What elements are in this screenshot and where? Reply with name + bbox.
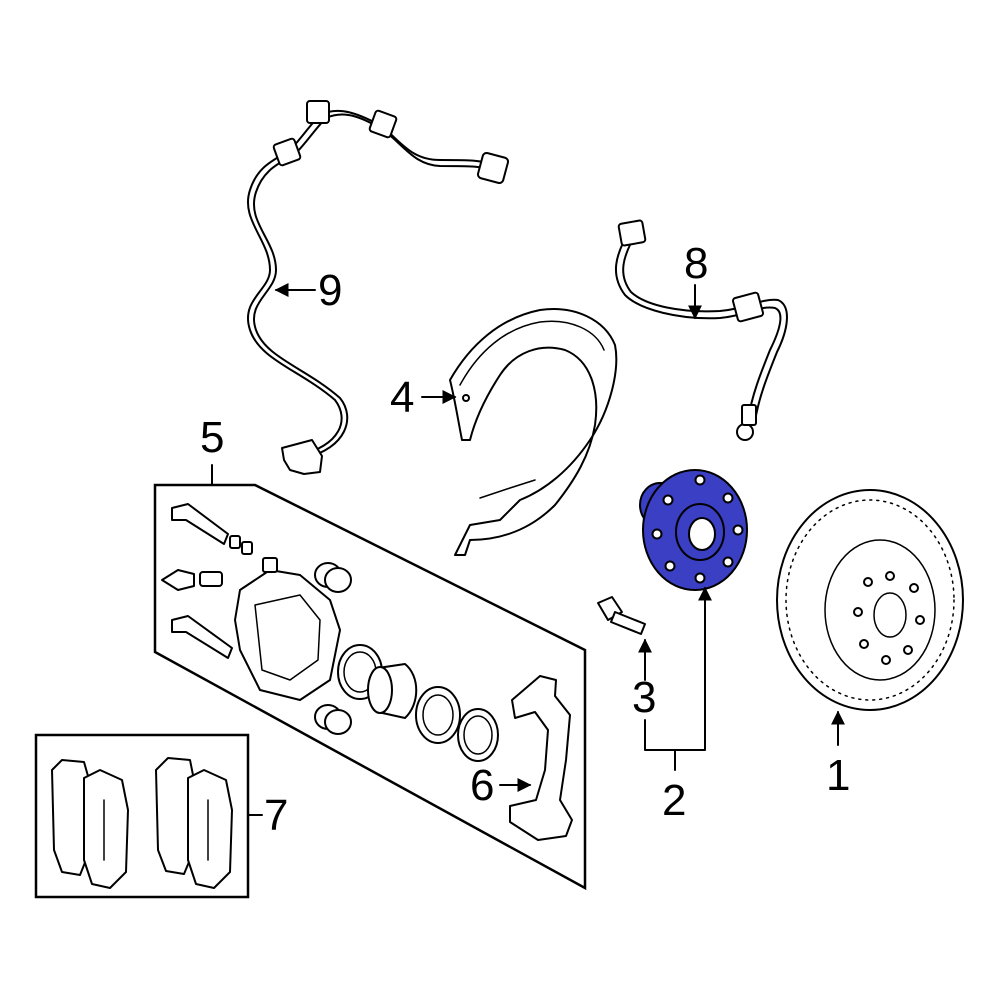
leader-lines	[211, 283, 845, 816]
callout-6: 6	[470, 761, 494, 810]
callout-9: 9	[318, 266, 342, 315]
brake-rotor[interactable]	[776, 489, 964, 711]
caliper-kit[interactable]	[153, 483, 587, 891]
wheel-speed-sensor-harness[interactable]	[247, 100, 510, 475]
callout-2: 2	[662, 776, 686, 825]
callout-labels: 9 8 4 5 6 7 3 2 1	[200, 239, 850, 840]
hub-bolt[interactable]	[597, 596, 646, 635]
callout-5: 5	[200, 413, 224, 462]
callout-3: 3	[632, 673, 656, 722]
callout-4: 4	[390, 373, 414, 422]
callout-1: 1	[826, 751, 850, 800]
brake-hose[interactable]	[614, 219, 788, 441]
hub-center-bore	[688, 517, 716, 551]
hub-assembly[interactable]	[639, 469, 748, 591]
splash-shield[interactable]	[449, 308, 618, 556]
leader-2	[644, 586, 712, 751]
caliper-bracket[interactable]	[509, 675, 573, 841]
callout-7: 7	[264, 791, 288, 840]
callout-8: 8	[684, 239, 708, 288]
brake-pads-kit[interactable]	[34, 733, 250, 899]
